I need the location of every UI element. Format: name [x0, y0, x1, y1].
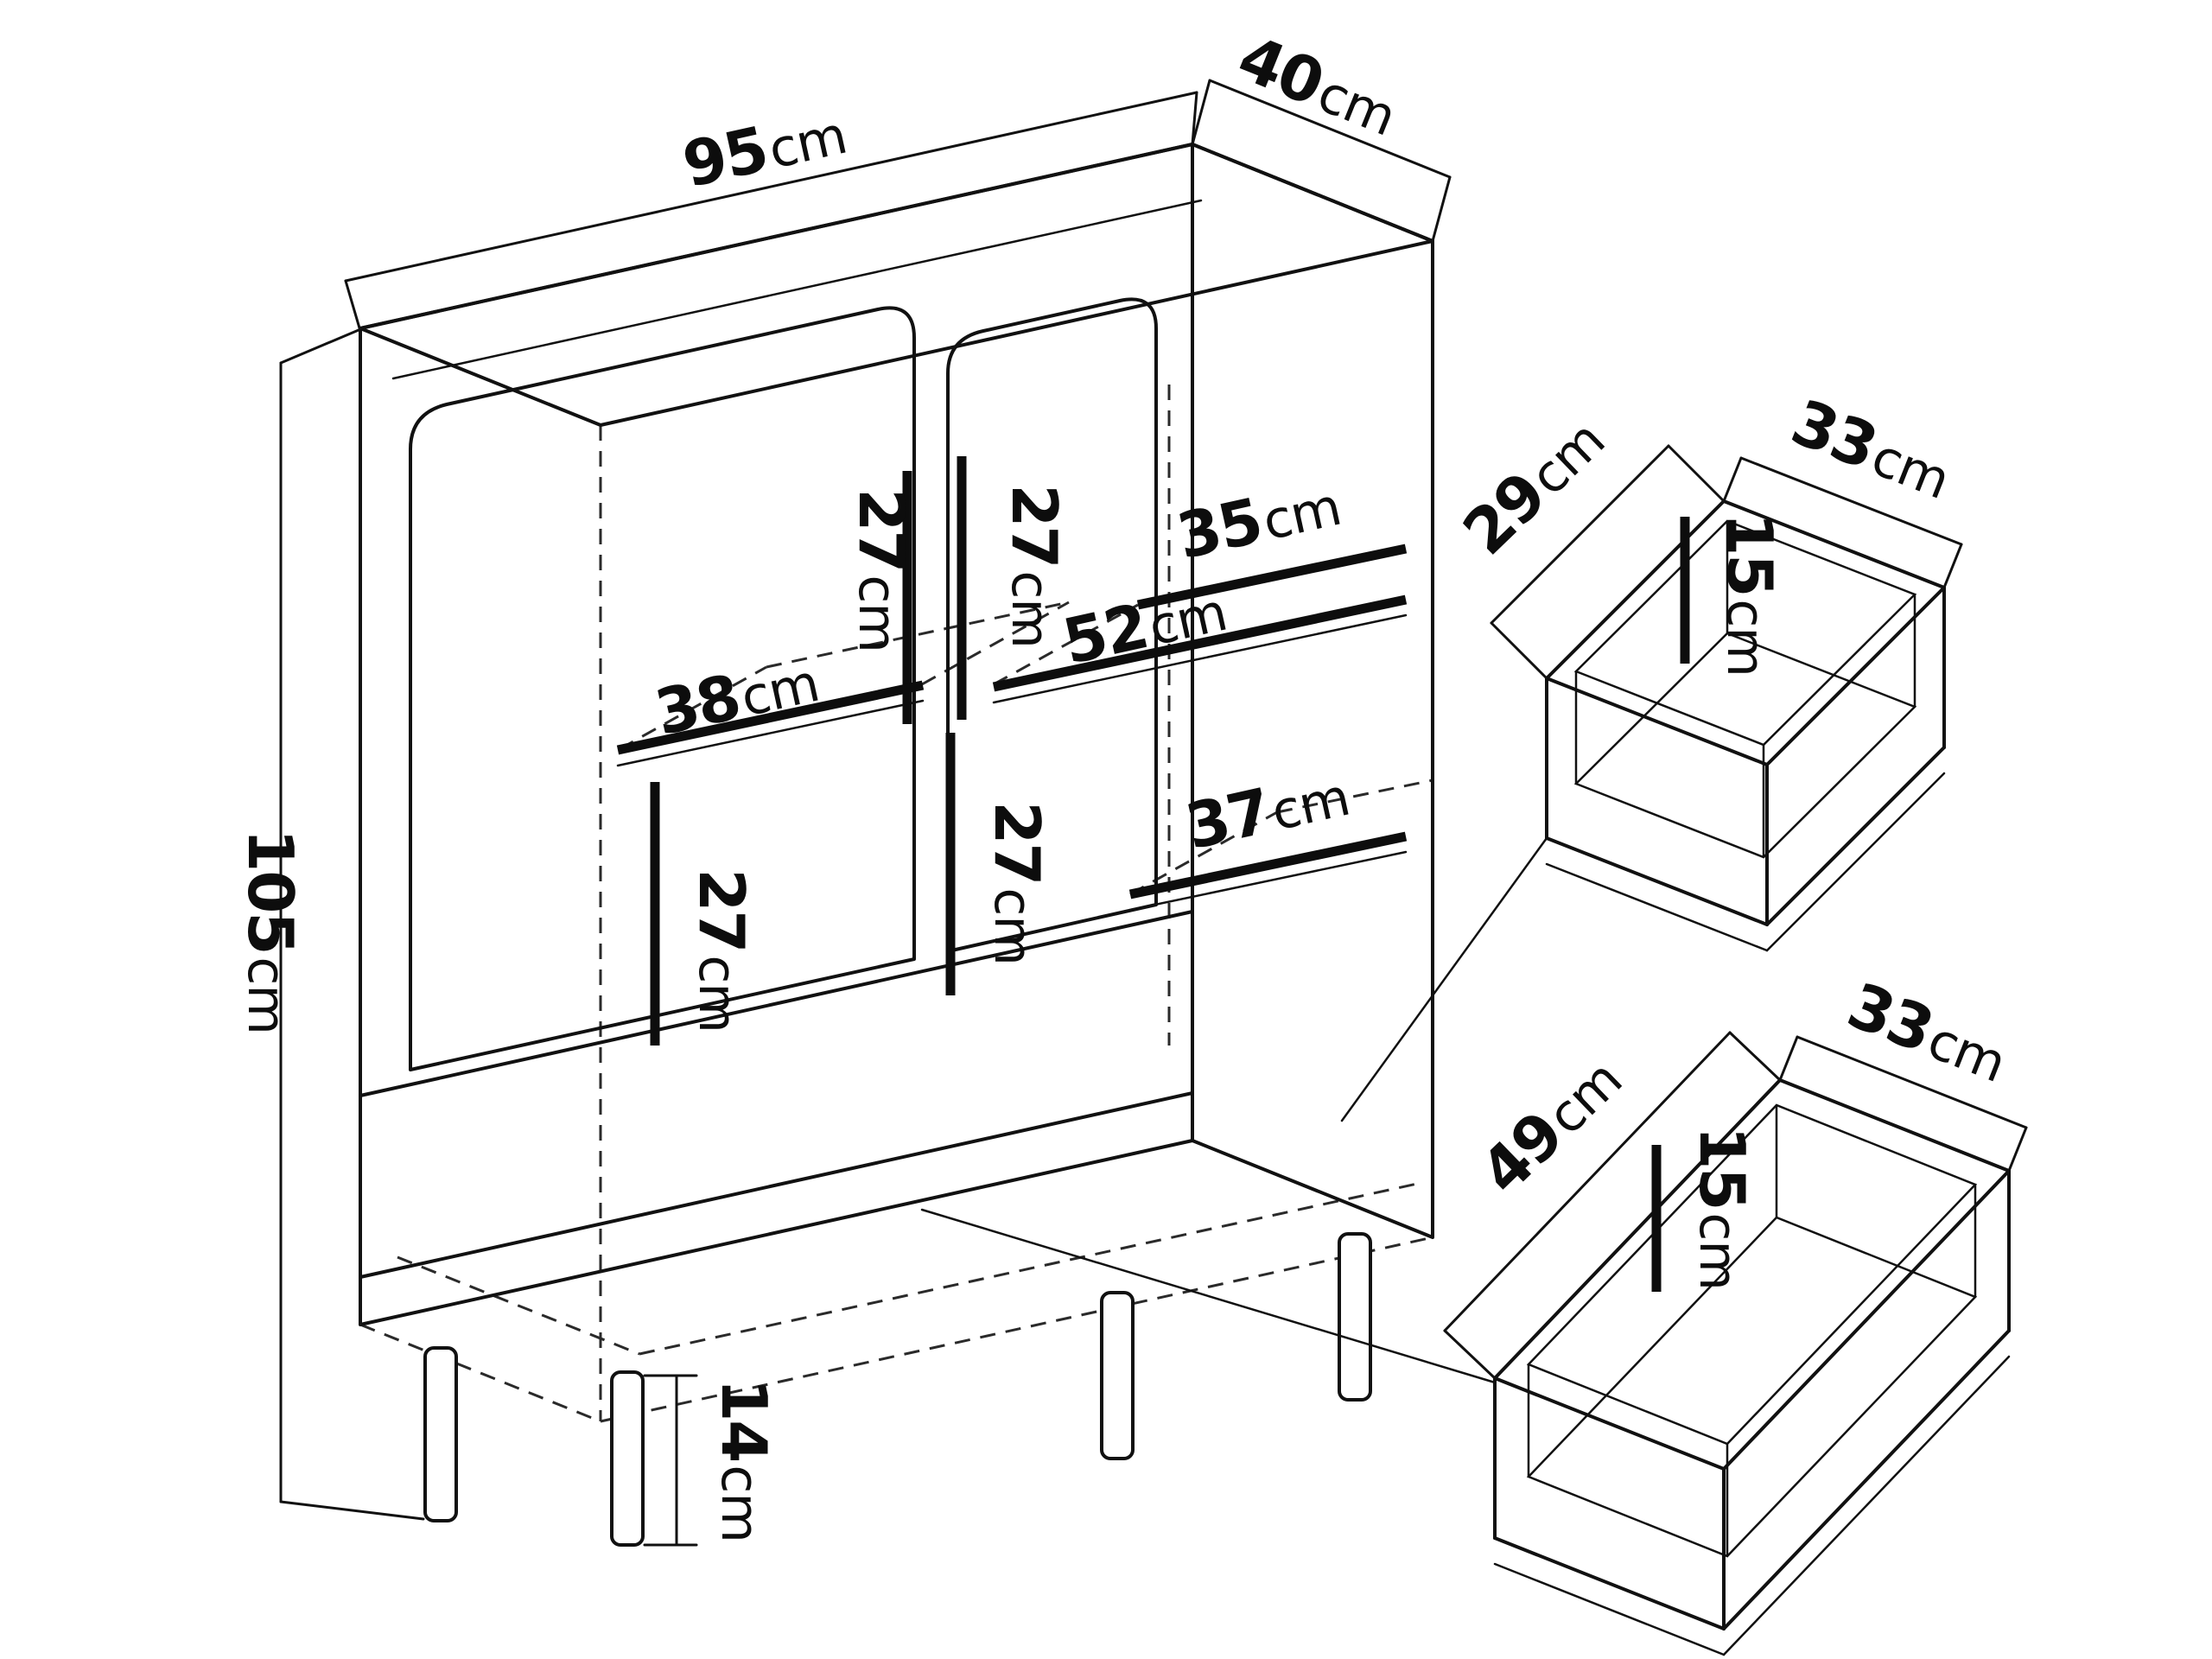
left-door-opening — [409, 306, 916, 1071]
right-lower-shelf-back-hidden — [1276, 779, 1433, 814]
small-drawer-bottom-right — [1765, 746, 1946, 926]
cabinet-shelves — [616, 613, 1408, 912]
floor-left-depth-hidden — [397, 1255, 640, 1356]
label-drawer-large-depth: 49cm — [1466, 1042, 1635, 1208]
leader-large-drawer — [920, 1208, 1497, 1384]
dim-small-width-tick-2 — [1942, 543, 1963, 589]
seg-35 — [1136, 543, 1408, 610]
dim-small-depth-tick-1 — [1490, 621, 1548, 680]
dim-height-tick-top — [279, 328, 360, 365]
bottom-left-depth-edge — [359, 1323, 601, 1423]
dim-line-small-width — [1739, 456, 1963, 546]
back-bottom-edge — [600, 1236, 1433, 1423]
dim-small-depth-tick-2 — [1667, 444, 1726, 503]
label-cabinet-width: 95cm — [677, 95, 852, 201]
label-gap-right-bottom: 27cm — [981, 801, 1053, 965]
dim-width-tick-right — [1191, 91, 1198, 146]
dim-depth-tick-left — [1191, 79, 1211, 146]
cabinet-legs — [423, 1232, 1372, 1547]
label-shelf-right-width: 52cm — [1057, 572, 1232, 678]
label-shelf-right-depth: 35cm — [1171, 467, 1346, 573]
dim-large-depth-tick-2 — [1728, 1031, 1782, 1082]
top-face — [359, 143, 1434, 427]
seg-52 — [992, 594, 1408, 692]
leg-front-right — [1100, 1291, 1135, 1460]
leader-lines — [920, 836, 1548, 1384]
label-drawer-large-width: 33cm — [1839, 969, 2018, 1096]
label-gap-left-top: 27cm — [845, 488, 918, 652]
label-drawer-small-depth: 29cm — [1449, 403, 1618, 569]
large-drawer-floor — [1526, 1216, 1978, 1558]
dim-height-tick-bottom — [279, 1500, 425, 1521]
measure-segments — [616, 456, 1408, 1046]
dim-large-depth-tick-1 — [1443, 1329, 1497, 1380]
large-drawer-bottom-front — [1493, 1536, 1726, 1630]
drawer-small — [1490, 444, 1963, 952]
dim-line-width — [344, 91, 1198, 283]
dim-depth-tick-right — [1431, 175, 1452, 243]
large-drawer-base-line — [1493, 1562, 1726, 1656]
seg-37 — [1128, 831, 1408, 899]
label-gap-left-bottom: 27cm — [685, 868, 758, 1033]
dimension-lines — [279, 79, 1452, 1547]
large-drawer-base-line-2 — [1722, 1355, 2011, 1656]
leg-front-left — [423, 1346, 458, 1522]
label-drawer-small-height: 15cm — [1713, 512, 1786, 677]
label-cabinet-depth: 40cm — [1229, 21, 1408, 149]
left-shelf-side-hidden — [619, 665, 767, 751]
dim-small-width-tick-1 — [1722, 456, 1743, 503]
leg-back-right — [1338, 1232, 1372, 1402]
label-gap-right-top: 27cm — [998, 484, 1071, 648]
dim-line-small-depth — [1490, 444, 1670, 625]
right-face — [1191, 143, 1434, 1239]
right-shelf-side-hidden — [993, 603, 1139, 686]
dim-line-large-depth — [1443, 1031, 1732, 1332]
plinth-edge — [359, 1091, 1194, 1279]
drawer-large — [1443, 1031, 2028, 1656]
right-door-opening — [946, 297, 1158, 953]
top-panel-inner-edge — [391, 199, 1203, 380]
dim-large-width-tick-2 — [2007, 1126, 2028, 1173]
dim-line-depth — [1208, 79, 1452, 179]
cabinet-openings — [409, 297, 1158, 1071]
leg-back-left — [610, 1370, 645, 1547]
dim-width-tick-left — [344, 279, 362, 333]
large-drawer-bottom-right — [1722, 1329, 2011, 1630]
label-drawer-large-height: 15cm — [1686, 1126, 1758, 1290]
dim-large-width-tick-1 — [1778, 1035, 1799, 1082]
dim-line-large-width — [1796, 1035, 2028, 1129]
label-shelf-left-width: 38cm — [649, 643, 824, 749]
left-shelf-underside — [616, 699, 925, 767]
label-leg-height: 14cm — [708, 1378, 780, 1542]
small-drawer-base-line-2 — [1765, 772, 1946, 952]
floor-back-hidden — [639, 1182, 1418, 1356]
leader-small-drawer — [1340, 836, 1548, 1122]
cabinet-hidden-lines — [359, 385, 1433, 1423]
seg-38 — [616, 680, 925, 755]
middle-rail-edge — [359, 910, 1194, 1097]
cabinet-outline — [359, 143, 1434, 1326]
small-drawer-bottom-front — [1545, 836, 1769, 926]
right-shelf-underside — [992, 613, 1408, 704]
label-cabinet-height: 105cm — [234, 829, 307, 1034]
right-lower-shelf-underside — [1128, 850, 1408, 912]
label-shelf-right-lower-width: 37cm — [1179, 757, 1355, 863]
small-drawer-base-line — [1545, 862, 1769, 952]
label-drawer-small-width: 33cm — [1783, 385, 1961, 513]
